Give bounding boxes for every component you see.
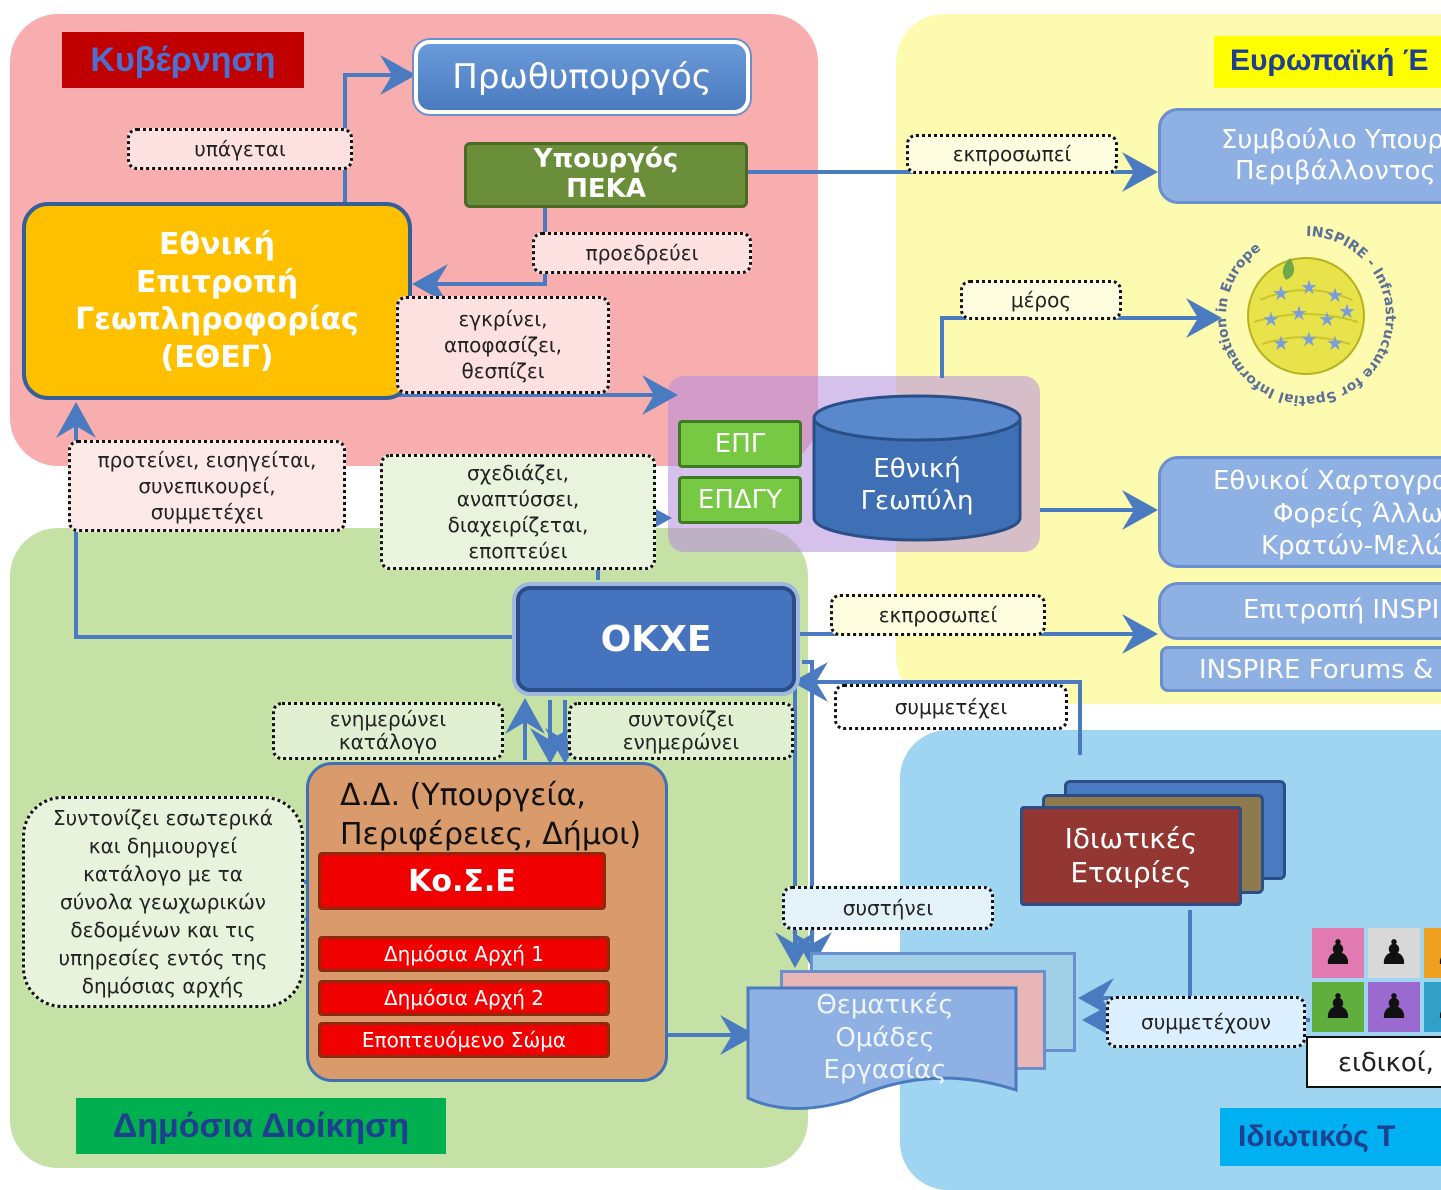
person-avatar-icon: ♟ bbox=[1312, 928, 1364, 978]
private-label: Ιδιωτικός Τ bbox=[1220, 1108, 1441, 1166]
note-designs-line2: αναπτύσσει, bbox=[456, 487, 580, 511]
kose-box: Κο.Σ.Ε bbox=[318, 852, 606, 910]
public-admin-label: Δημόσια Διοίκηση bbox=[76, 1098, 446, 1154]
note-participates: συμμετέχει bbox=[834, 684, 1068, 730]
note-subordinate: υπάγεται bbox=[127, 128, 353, 170]
note-internal-line7: δημόσιας αρχής bbox=[81, 974, 245, 998]
working-groups-label: Θεματικές Ομάδες Εργασίας bbox=[760, 990, 1010, 1086]
private-companies-line2: Εταιρίες bbox=[1070, 856, 1192, 889]
note-coordinates-line1: συντονίζει bbox=[627, 707, 735, 731]
person-avatar-icon: ♟ bbox=[1368, 928, 1420, 978]
geoportal-label: Εθνική Γεωπύλη bbox=[814, 440, 1020, 530]
council-label-line1: Συμβούλιο Υπουρ bbox=[1221, 125, 1441, 155]
private-companies-line1: Ιδιωτικές bbox=[1064, 822, 1198, 856]
epg-tag: ΕΠΓ bbox=[678, 420, 802, 468]
arrow-establishes-2 bbox=[792, 660, 832, 968]
note-represents-top: εκπροσωπεί bbox=[906, 134, 1118, 174]
minister-box: Υπουργός ΠΕΚΑ bbox=[464, 142, 748, 208]
experts-people-grid: ♟ ♟ ♟ ♟ ♟ ♟ bbox=[1310, 926, 1441, 1038]
geoportal-label-line2: Γεωπύλη bbox=[860, 486, 974, 516]
eueg-box: Εθνική Επιτροπή Γεωπληροφορίας (ΕΘΕΓ) bbox=[22, 202, 412, 400]
note-establishes: συστήνει bbox=[782, 886, 994, 930]
note-coordinates: συντονίζει ενημερώνει bbox=[568, 702, 794, 760]
inspire-forums-box: INSPIRE Forums & T bbox=[1160, 646, 1441, 692]
national-agencies-line2: Φορείς Άλλων bbox=[1273, 498, 1441, 529]
note-updates-catalog-line1: ενημερώνει bbox=[329, 707, 447, 731]
note-proposes-line2: συνεπικουρεί, bbox=[138, 474, 276, 498]
national-agencies-line3: Κρατών-Μελών bbox=[1261, 531, 1441, 561]
note-designs-line4: εποπτεύει bbox=[468, 539, 568, 563]
note-approves-line1: εγκρίνει, bbox=[458, 307, 548, 331]
prime-minister-box: Πρωθυπουργός bbox=[414, 40, 750, 114]
note-designs-line1: σχεδιάζει, bbox=[466, 461, 570, 485]
dd-title-line1: Δ.Δ. (Υπουργεία, bbox=[340, 778, 586, 813]
wg-label-line2: Ομάδες bbox=[835, 1022, 935, 1053]
arrow-participates bbox=[792, 662, 1082, 755]
government-label: Κυβέρνηση bbox=[62, 32, 304, 88]
national-agencies-box: Εθνικοί Χαρτογραφ Φορείς Άλλων Κρατών-Με… bbox=[1158, 456, 1441, 568]
person-avatar-icon: ♟ bbox=[1424, 982, 1441, 1032]
note-proposes: προτείνει, εισηγείται, συνεπικουρεί, συμ… bbox=[68, 440, 346, 532]
note-updates-catalog-line2: κατάλογο bbox=[338, 730, 438, 754]
note-chairs: προεδρεύει bbox=[532, 232, 752, 274]
national-agencies-line1: Εθνικοί Χαρτογραφ bbox=[1213, 466, 1441, 496]
inspire-committee-box: Επιτροπή INSPIR bbox=[1158, 582, 1441, 640]
eueg-label-line2: Επιτροπή bbox=[135, 264, 299, 300]
geoportal-label-line1: Εθνική bbox=[873, 453, 961, 484]
note-internal-line4: σύνολα γεωχωρικών bbox=[60, 890, 266, 914]
note-internal-coordination: Συντονίζει εσωτερικά και δημιουργεί κατά… bbox=[22, 796, 304, 1008]
eueg-label-line4: (ΕΘΕΓ) bbox=[160, 339, 274, 375]
okxe-box: ΟΚΧΕ bbox=[516, 586, 796, 692]
person-avatar-icon: ♟ bbox=[1312, 982, 1364, 1032]
note-participate-plural: συμμετέχουν bbox=[1106, 996, 1306, 1048]
note-internal-line6: υπηρεσίες εντός της bbox=[58, 946, 268, 970]
note-proposes-line1: προτείνει, εισηγείται, bbox=[97, 448, 317, 472]
note-internal-line2: και δημιουργεί bbox=[88, 834, 238, 858]
person-avatar-icon: ♟ bbox=[1424, 928, 1441, 978]
note-represents-mid: εκπροσωπεί bbox=[830, 594, 1046, 636]
minister-label-line1: Υπουργός bbox=[533, 144, 679, 175]
minister-label-line2: ΠΕΚΑ bbox=[566, 174, 646, 204]
wg-label-line3: Εργασίας bbox=[823, 1055, 947, 1086]
arrow-part bbox=[940, 298, 1222, 378]
person-avatar-icon: ♟ bbox=[1368, 982, 1420, 1032]
note-proposes-line3: συμμετέχει bbox=[150, 500, 264, 524]
dd-title-line2: Περιφέρειες, Δήμοι) bbox=[340, 817, 642, 852]
eueg-label-line1: Εθνική bbox=[159, 227, 275, 262]
supervised-body-box: Εποπτευόμενο Σώμα bbox=[318, 1022, 610, 1058]
note-internal-line1: Συντονίζει εσωτερικά bbox=[53, 806, 273, 830]
authority2-box: Δημόσια Αρχή 2 bbox=[318, 980, 610, 1016]
note-part: μέρος bbox=[960, 280, 1122, 320]
european-label: Ευρωπαϊκή Έ bbox=[1214, 36, 1441, 88]
note-internal-line3: κατάλογο με τα bbox=[83, 862, 243, 886]
note-updates-catalog: ενημερώνει κατάλογο bbox=[272, 702, 504, 760]
note-designs: σχεδιάζει, αναπτύσσει, διαχειρίζεται, επ… bbox=[380, 454, 656, 570]
note-approves-line2: αποφασίζει, bbox=[443, 333, 563, 357]
arrow-subordinate bbox=[343, 55, 416, 205]
note-designs-line3: διαχειρίζεται, bbox=[447, 513, 589, 537]
note-approves-line3: θεσπίζει bbox=[461, 359, 545, 383]
eueg-label-line3: Γεωπληροφορίας bbox=[75, 302, 359, 337]
experts-box: ειδικοί, κ bbox=[1306, 1036, 1441, 1088]
okxe-label: ΟΚΧΕ bbox=[600, 618, 712, 660]
epdgy-tag: ΕΠΔΓΥ bbox=[678, 476, 802, 524]
arrow-chairs bbox=[412, 205, 547, 304]
note-approves: εγκρίνει, αποφασίζει, θεσπίζει bbox=[396, 296, 610, 394]
council-label-line2: Περιβάλλοντος Ε bbox=[1235, 156, 1441, 187]
prime-minister-label: Πρωθυπουργός bbox=[452, 57, 712, 97]
note-coordinates-line2: ενημερώνει bbox=[622, 730, 740, 754]
wg-label-line1: Θεματικές bbox=[816, 990, 954, 1021]
authority1-box: Δημόσια Αρχή 1 bbox=[318, 936, 610, 972]
note-internal-line5: δεδομένων και τις bbox=[70, 918, 256, 942]
dd-title: Δ.Δ. (Υπουργεία, Περιφέρειες, Δήμοι) bbox=[340, 776, 660, 854]
private-companies-box: Ιδιωτικές Εταιρίες bbox=[1020, 806, 1242, 906]
arrow-private-wg bbox=[1078, 910, 1192, 1018]
council-box: Συμβούλιο Υπουρ Περιβάλλοντος Ε bbox=[1158, 108, 1441, 204]
